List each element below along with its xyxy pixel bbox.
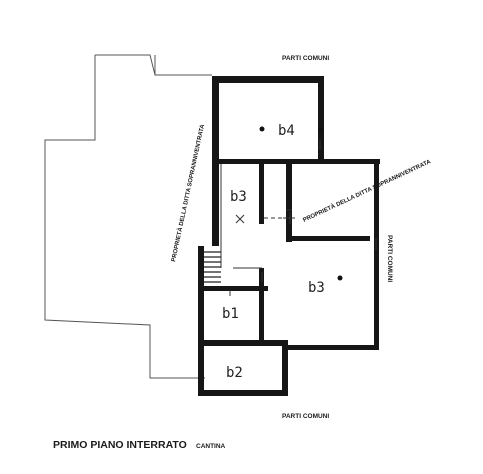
- plan-title: PRIMO PIANO INTERRATO: [53, 439, 187, 451]
- label-left-property: PROPRIETÀ DELLA DITTA SOPRANNIVENTRATA: [170, 123, 206, 262]
- plan-subtitle: CANTINA: [196, 443, 226, 450]
- room-label-b2: b2: [226, 365, 243, 381]
- room-label-b1: b1: [222, 306, 239, 322]
- label-bottom-common: PARTI COMUNI: [282, 413, 329, 420]
- inner-lines: [220, 140, 377, 296]
- property-outline: [44, 54, 212, 379]
- room-label-b4: b4: [278, 123, 295, 139]
- light-points: [259, 126, 343, 281]
- label-top-common: PARTI COMUNI: [282, 55, 329, 62]
- label-inner-property: PROPRIETÀ DELLA DITTA SOPRANNIVENTRATA: [302, 158, 433, 224]
- staircase: [204, 251, 221, 283]
- room-label-b3-left: b3: [230, 189, 247, 205]
- walls: [198, 76, 380, 396]
- room-label-b3-right: b3: [308, 280, 325, 296]
- label-right-common: PARTI COMUNI: [386, 235, 393, 282]
